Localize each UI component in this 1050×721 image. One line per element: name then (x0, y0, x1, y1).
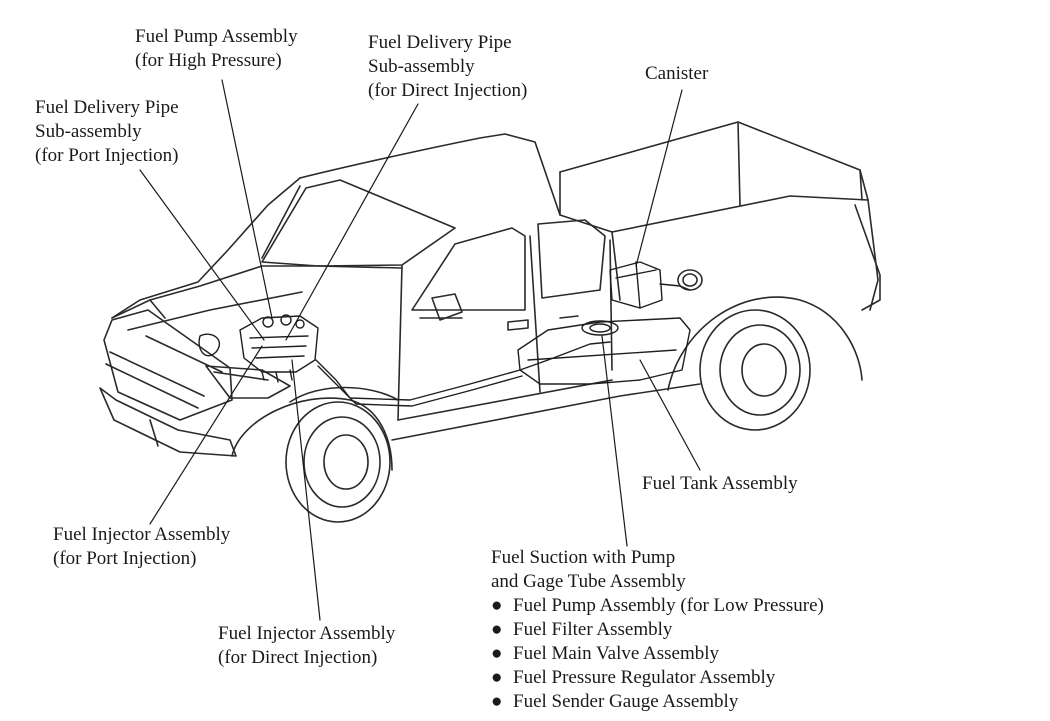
list-item: ●Fuel Pressure Regulator Assembly (491, 667, 776, 688)
label-fuel-suction-assembly: Fuel Suction with Pump and Gage Tube Ass… (491, 547, 686, 592)
truck-body (99, 121, 881, 523)
fuel-system-parts (198, 261, 691, 407)
list-item: ●Fuel Filter Assembly (491, 619, 673, 640)
label-fuel-delivery-pipe-direct: Fuel Delivery Pipe Sub-assembly (for Dir… (368, 32, 528, 101)
label-fuel-pump-high-pressure: Fuel Pump Assembly (for High Pressure) (135, 26, 298, 71)
label-fuel-delivery-pipe-port: Fuel Delivery Pipe Sub-assembly (for Por… (35, 97, 179, 166)
list-item: ●Fuel Pump Assembly (for Low Pressure) (491, 595, 824, 616)
label-fuel-tank-assembly: Fuel Tank Assembly (642, 473, 798, 494)
leader-lines (139, 79, 701, 621)
label-fuel-injector-direct: Fuel Injector Assembly (for Direct Injec… (218, 623, 396, 668)
label-canister: Canister (645, 63, 709, 84)
list-item: ●Fuel Sender Gauge Assembly (491, 691, 739, 712)
label-fuel-injector-port: Fuel Injector Assembly (for Port Injecti… (53, 524, 231, 569)
suction-components-list: ●Fuel Pump Assembly (for Low Pressure) ●… (491, 594, 824, 714)
list-item: ●Fuel Main Valve Assembly (491, 643, 720, 664)
